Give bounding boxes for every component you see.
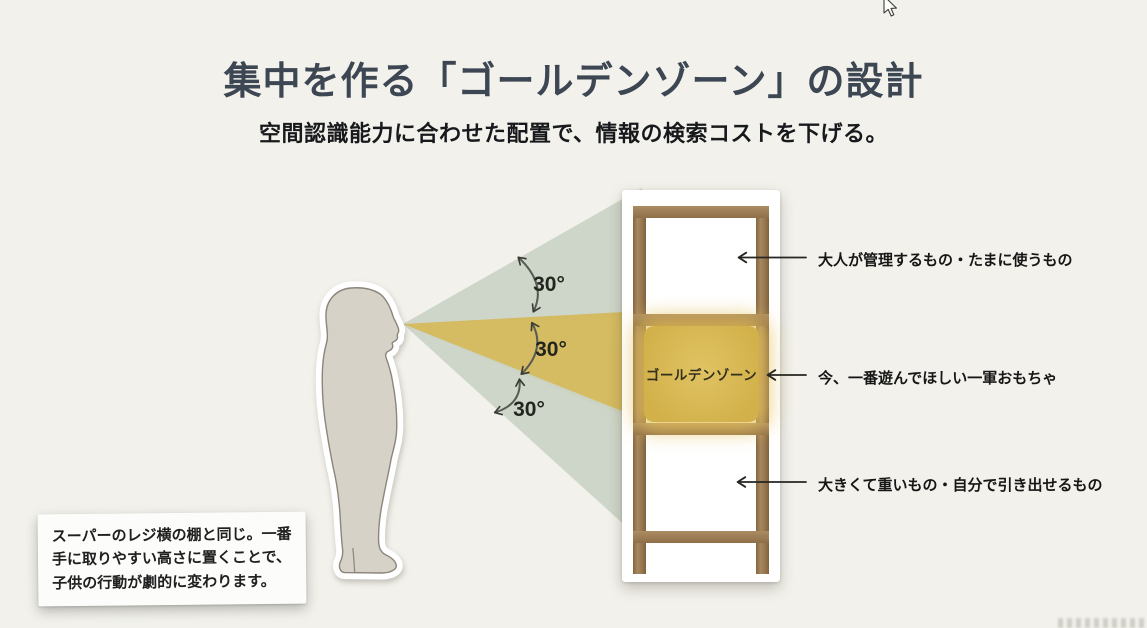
page-title: 集中を作る「ゴールデンゾーン」の設計	[223, 61, 924, 103]
shelf-post-left	[633, 206, 646, 574]
watermark-remnant	[1058, 618, 1144, 628]
shelf-bar-bottom	[633, 531, 769, 543]
golden-zone-highlight: ゴールデンゾーン	[644, 326, 759, 422]
shelf-bar-lower-middle	[633, 423, 769, 435]
angle-arc-top	[517, 256, 541, 313]
note-box-text: スーパーのレジ横の棚と同じ。一番手に取りやすい高さに置くことで、子供の行動が劇的…	[51, 525, 292, 592]
annotation-label-bottom: 大きくて重いもの・自分で引き出せるもの	[818, 477, 1103, 494]
child-silhouette	[315, 281, 406, 580]
vision-cone	[403, 188, 642, 541]
shelf-card: ゴールデンゾーン	[622, 190, 780, 582]
note-box: スーパーのレジ横の棚と同じ。一番手に取りやすい高さに置くことで、子供の行動が劇的…	[37, 511, 307, 607]
mouse-cursor-icon	[883, 0, 898, 17]
shelf-bar-top	[633, 206, 769, 218]
upper-vision-fan	[403, 188, 642, 324]
angle-label-middle: 30°	[535, 338, 567, 361]
annotation-label-middle: 今、一番遊んでほしい一軍おもちゃ	[818, 370, 1058, 387]
shelf-bar-upper-middle	[633, 314, 769, 326]
angle-label-top: 30°	[533, 273, 565, 296]
page-subtitle: 空間認識能力に合わせた配置で、情報の検索コストを下げる。	[258, 121, 889, 146]
angle-arc-bottom	[493, 378, 526, 416]
angle-arc-middle	[520, 321, 540, 376]
golden-zone-label: ゴールデンゾーン	[645, 368, 758, 383]
angle-arcs	[493, 256, 541, 416]
annotation-label-top: 大人が管理するもの・たまに使うもの	[818, 252, 1073, 269]
lower-vision-fan	[403, 324, 642, 541]
